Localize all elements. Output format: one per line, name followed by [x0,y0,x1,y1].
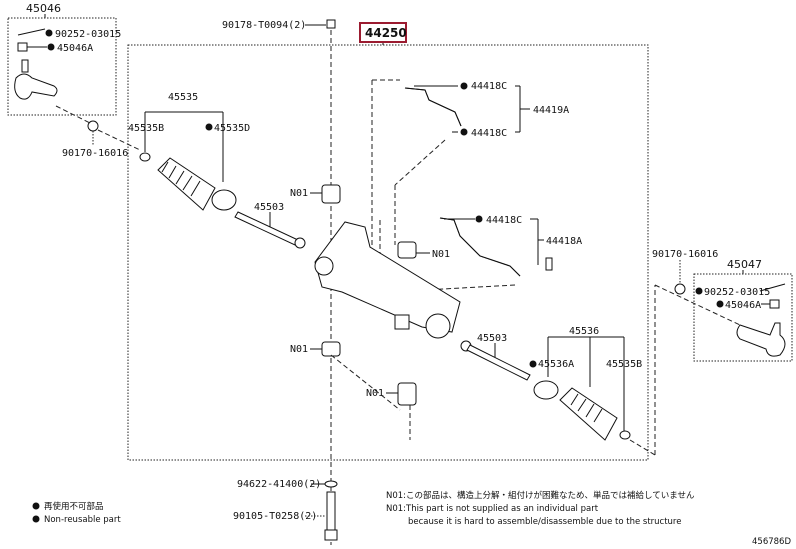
assembly-frame [127,44,649,461]
non-reusable-marker-icon [32,502,40,510]
legend-en: Non-reusable part [44,515,121,525]
boot-right [559,387,618,441]
tie-rod-end-left [14,59,58,100]
rack-end-right [466,344,531,381]
top-nut-label[interactable]: 90178-T0094(2) [222,20,306,31]
tie-rod-right-frame [693,273,793,362]
legend-jp: 再使用不可部品 [44,501,104,512]
rack-end-left [234,211,299,246]
clamp-large-left-label[interactable]: 45535D [214,123,250,134]
note-jp: N01:この部品は、構造上分解・組付けが困難なため、単品では補給していません [386,490,695,501]
clamp-large-right-label[interactable]: 45536A [538,359,574,370]
clamp-small-left-label[interactable]: 45535B [128,123,164,134]
boot-left-kit-label[interactable]: 45535 [168,92,198,103]
nut-icon [17,42,28,52]
tie-rod-left-number[interactable]: 45046 [26,2,61,15]
washer-bottom-label[interactable]: 94622-41400(2) [237,479,321,490]
pipe-2-label[interactable]: 44418A [546,236,582,247]
top-nut-icon [326,19,336,29]
washer-icon [87,120,99,132]
bolt-bottom-label[interactable]: 90105-T0258(2) [233,511,317,522]
diagram-id: 456786D [752,537,791,547]
pipe-1-label[interactable]: 44419A [533,105,569,116]
tie-rod-end-right [736,322,786,357]
n01-label[interactable]: N01 [366,388,384,399]
bolt-right-label[interactable]: 90252-03015 [704,287,770,298]
tie-rod-right-number[interactable]: 45047 [727,258,762,271]
bushing-icon [321,184,341,204]
steering-gear-housing [314,221,461,333]
note-en-2: because it is hard to assemble/disassemb… [408,517,681,527]
nut-right-label[interactable]: 45046A [725,300,761,311]
n01-label[interactable]: N01 [432,249,450,260]
clamp-left [211,189,237,211]
union-3-label[interactable]: 44418C [486,215,522,226]
assembly-number-box[interactable] [359,22,407,43]
n01-label[interactable]: N01 [290,344,308,355]
union-2-label[interactable]: 44418C [471,128,507,139]
rack-end-left-label[interactable]: 45503 [254,202,284,213]
assembly-number[interactable]: 44250 [365,26,407,40]
note-en-1: N01:This part is not supplied as an indi… [386,504,599,514]
washer-right-label[interactable]: 90170-16016 [652,249,718,260]
non-reusable-marker-icon [32,515,40,523]
union-1-label[interactable]: 44418C [471,81,507,92]
washer-left-label[interactable]: 90170-16016 [62,148,128,159]
bolt-left-label[interactable]: 90252-03015 [55,29,121,40]
rack-end-right-label[interactable]: 45503 [477,333,507,344]
clamp-small-right-label[interactable]: 45535B [606,359,642,370]
boot-right-kit-label[interactable]: 45536 [569,326,599,337]
n01-label[interactable]: N01 [290,188,308,199]
tie-rod-left-frame [7,17,117,116]
nut-left-label[interactable]: 45046A [57,43,93,54]
